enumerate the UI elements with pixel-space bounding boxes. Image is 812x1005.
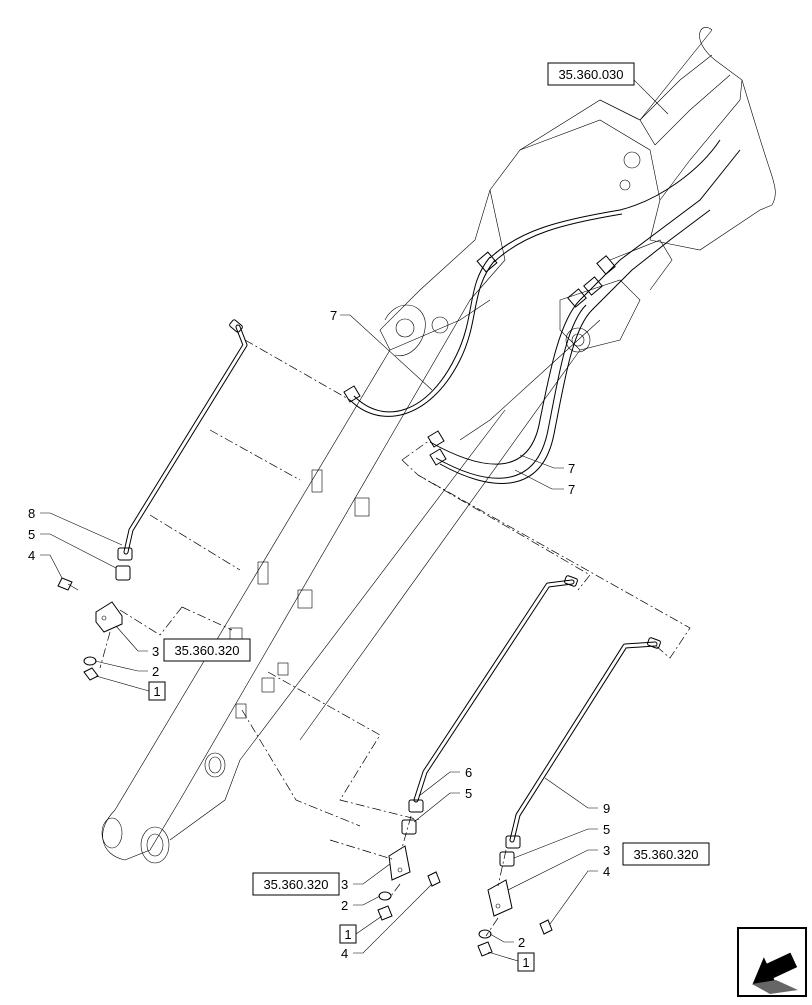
reference-boxes: 35.360.030 35.360.320 35.360.320 35.360.… xyxy=(163,62,710,896)
svg-text:35.360.030: 35.360.030 xyxy=(558,67,623,82)
svg-text:2: 2 xyxy=(152,664,159,679)
svg-text:4: 4 xyxy=(28,548,35,563)
svg-text:2: 2 xyxy=(518,935,525,950)
callout-right-block: 3 xyxy=(507,843,610,891)
callout-mid-pipe: 6 xyxy=(418,765,472,797)
svg-text:7: 7 xyxy=(568,482,575,497)
svg-text:4: 4 xyxy=(603,864,610,879)
ref-box-bottom-right[interactable]: 35.360.320 xyxy=(622,842,710,866)
svg-text:5: 5 xyxy=(465,786,472,801)
tube-lines xyxy=(123,319,661,843)
svg-text:1: 1 xyxy=(153,684,160,699)
callout-mid-seal: 2 xyxy=(341,895,381,913)
svg-text:3: 3 xyxy=(152,644,159,659)
ref-box-left-middle[interactable]: 35.360.320 xyxy=(163,638,251,662)
callout-left-pipe: 8 xyxy=(28,506,123,546)
callout-left-adapter: 5 xyxy=(28,527,117,569)
kit-markers: 1 1 1 xyxy=(95,675,535,972)
svg-text:7: 7 xyxy=(568,461,575,476)
callout-right-pipe: 9 xyxy=(544,777,610,816)
left-fitting-group xyxy=(57,547,133,681)
svg-text:5: 5 xyxy=(603,822,610,837)
svg-text:9: 9 xyxy=(603,801,610,816)
svg-text:3: 3 xyxy=(341,877,348,892)
ref-box-top[interactable]: 35.360.030 xyxy=(547,62,669,115)
callout-mid-adapter: 5 xyxy=(413,786,472,823)
arrow-back-icon[interactable] xyxy=(737,927,807,997)
callout-hose-right-a: 7 xyxy=(519,454,575,476)
callout-right-seal: 2 xyxy=(489,933,525,950)
kit-marker-middle: 1 xyxy=(339,915,383,944)
middle-fitting-group xyxy=(377,799,441,921)
svg-text:35.360.320: 35.360.320 xyxy=(174,643,239,658)
callout-mid-bolt: 4 xyxy=(341,883,433,961)
svg-text:1: 1 xyxy=(522,955,529,970)
right-fitting-group xyxy=(477,835,553,957)
alignment-lines xyxy=(99,339,691,937)
ref-box-bottom-left[interactable]: 35.360.320 xyxy=(252,872,340,896)
hydraulic-hoses xyxy=(343,139,741,484)
callout-left-block: 3 xyxy=(115,625,159,659)
svg-text:3: 3 xyxy=(603,843,610,858)
kit-marker-right: 1 xyxy=(487,951,535,972)
callout-right-bolt: 4 xyxy=(549,864,610,925)
svg-text:5: 5 xyxy=(28,527,35,542)
svg-text:8: 8 xyxy=(28,506,35,521)
boom-structure xyxy=(101,27,776,864)
callout-left-seal: 2 xyxy=(94,660,159,679)
callouts: 7 7 7 8 5 4 3 2 xyxy=(28,308,610,961)
callout-hose-top: 7 xyxy=(330,308,433,391)
svg-text:6: 6 xyxy=(465,765,472,780)
kit-marker-left: 1 xyxy=(95,675,166,701)
svg-text:1: 1 xyxy=(344,927,351,942)
svg-text:35.360.320: 35.360.320 xyxy=(263,877,328,892)
callout-right-adapter: 5 xyxy=(513,822,610,859)
callout-mid-block: 3 xyxy=(341,863,391,892)
callout-left-bolt: 4 xyxy=(28,548,63,579)
svg-text:2: 2 xyxy=(341,898,348,913)
callout-hose-right-b: 7 xyxy=(514,469,575,497)
svg-text:4: 4 xyxy=(341,946,348,961)
svg-text:7: 7 xyxy=(330,308,337,323)
svg-text:35.360.320: 35.360.320 xyxy=(633,847,698,862)
